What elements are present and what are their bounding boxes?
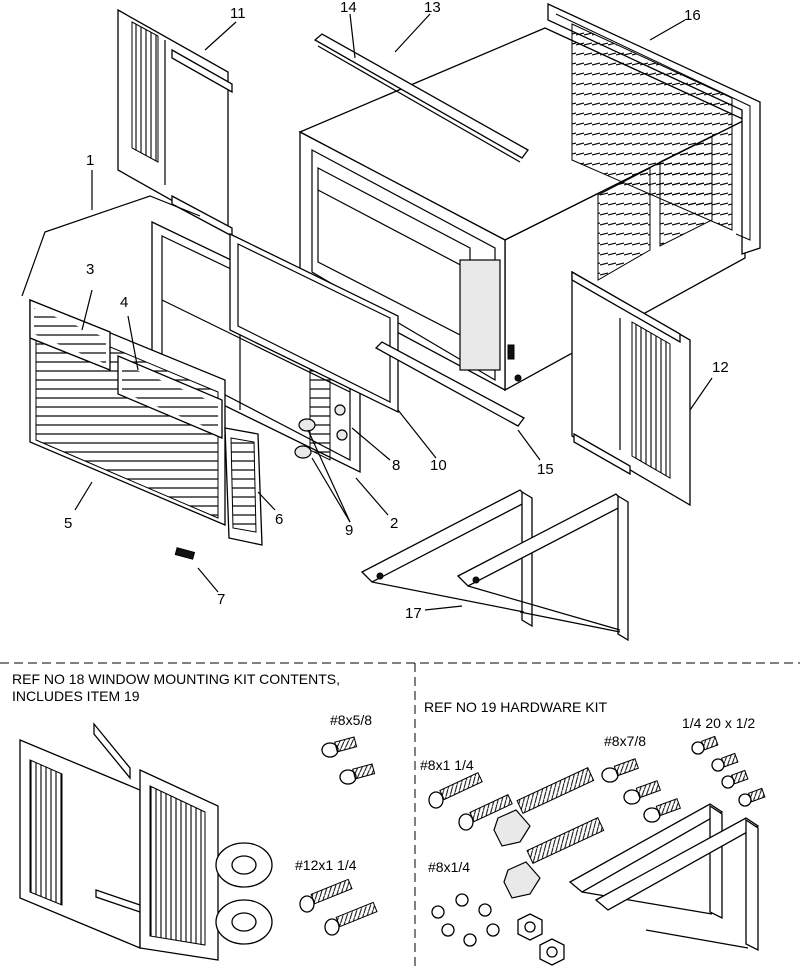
rear-grille-part-16 xyxy=(547,2,761,255)
screw-icon xyxy=(431,893,500,947)
callout-labels: 1 2 3 4 5 6 7 8 9 10 11 12 13 14 15 16 1… xyxy=(64,0,729,622)
callout-9: 9 xyxy=(345,522,353,539)
kit18-title-line2: INCLUDES ITEM 19 xyxy=(12,688,140,704)
callout-2: 2 xyxy=(390,515,398,532)
callout-15: 15 xyxy=(537,461,554,478)
louver-part-3 xyxy=(29,299,111,371)
callout-17: 17 xyxy=(405,605,422,622)
bolt-icon xyxy=(493,767,605,899)
kit18-title-line1: REF NO 18 WINDOW MOUNTING KIT CONTENTS, xyxy=(12,671,340,687)
screw-icon xyxy=(601,758,682,823)
louver-part-4 xyxy=(117,355,223,439)
callout-3: 3 xyxy=(86,261,94,278)
callout-12: 12 xyxy=(712,359,729,376)
kit19-screw-c-label: 1/4 20 x 1/2 xyxy=(682,715,755,731)
callout-13: 13 xyxy=(424,0,441,16)
callout-4: 4 xyxy=(120,294,128,311)
screw-icon xyxy=(299,878,378,936)
screw-icon xyxy=(428,772,513,831)
callout-10: 10 xyxy=(430,457,447,474)
screw-icon xyxy=(691,735,766,807)
leader-lines xyxy=(21,13,713,611)
kit18-screw-large-label: #12x1 1/4 xyxy=(295,857,357,873)
callout-7: 7 xyxy=(217,591,225,608)
callout-6: 6 xyxy=(275,511,283,528)
side-panel-part-6 xyxy=(224,427,263,546)
badge-part-7 xyxy=(174,547,196,560)
callout-11: 11 xyxy=(230,5,246,22)
callout-1: 1 xyxy=(86,152,94,169)
bracket-icon xyxy=(568,803,760,952)
support-bracket-part-17 xyxy=(360,489,629,642)
callout-16: 16 xyxy=(684,7,701,24)
kit19-title: REF NO 19 HARDWARE KIT xyxy=(424,699,608,715)
hardware-kit-19: REF NO 19 HARDWARE KIT #8x1 1/4 #8x7/8 1… xyxy=(420,699,766,966)
kit19-screw-d-label: #8x1/4 xyxy=(428,859,470,875)
front-frame-part-2 xyxy=(151,220,361,474)
kit19-screw-a-label: #8x1 1/4 xyxy=(420,757,474,773)
window-mounting-kit-18: REF NO 18 WINDOW MOUNTING KIT CONTENTS, … xyxy=(12,671,378,961)
callout-5: 5 xyxy=(64,515,72,532)
bottom-rail-part-15 xyxy=(374,341,525,427)
screw-icon xyxy=(321,736,376,785)
kit18-screw-small-label: #8x5/8 xyxy=(330,712,372,728)
filter-part-10 xyxy=(229,232,399,414)
kit19-screw-b-label: #8x7/8 xyxy=(604,733,646,749)
callout-8: 8 xyxy=(392,457,400,474)
kit-dividers xyxy=(0,662,800,968)
side-curtain-part-12 xyxy=(571,270,691,507)
side-curtain-part-11 xyxy=(117,8,233,238)
nut-icon xyxy=(517,913,565,966)
callout-14: 14 xyxy=(340,0,357,16)
top-rail-part-14 xyxy=(313,33,529,163)
